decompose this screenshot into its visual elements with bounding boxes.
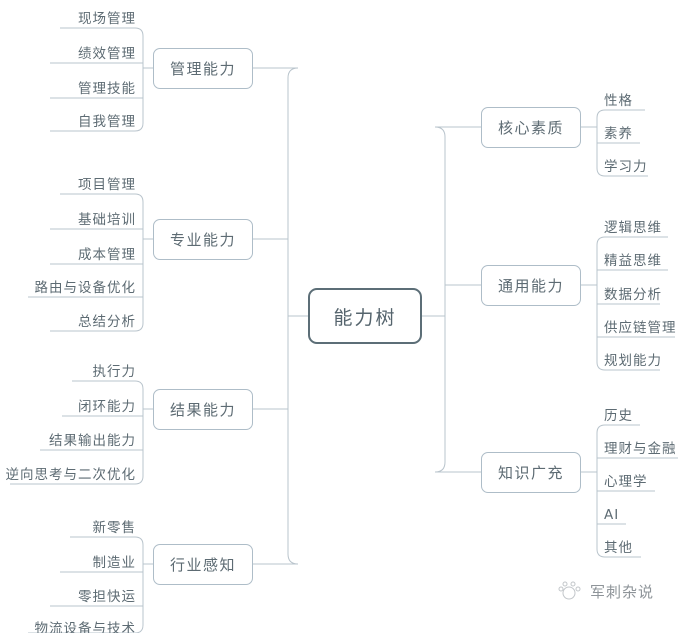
- leaf-item[interactable]: 理财与金融: [600, 432, 695, 458]
- leaf-label: 数据分析: [604, 287, 662, 303]
- branch-node-label: 管理能力: [169, 60, 236, 78]
- leaf-item[interactable]: 绩效管理: [0, 37, 140, 63]
- leaf-item[interactable]: 基础培训: [0, 203, 140, 229]
- leaf-label: 项目管理: [78, 177, 136, 193]
- leaf-item[interactable]: 物流设备与技术: [0, 612, 140, 633]
- leaf-label: 绩效管理: [78, 46, 136, 62]
- branch-node-label: 结果能力: [169, 401, 236, 419]
- leaf-label: 历史: [604, 408, 633, 424]
- leaf-label: AI: [604, 507, 620, 523]
- leaf-item[interactable]: 管理技能: [0, 72, 140, 98]
- leaf-item[interactable]: 执行力: [0, 355, 140, 381]
- leaf-item[interactable]: 闭环能力: [0, 390, 140, 416]
- leaf-label: 成本管理: [78, 247, 136, 263]
- branch-node-core-quality[interactable]: 核心素质: [481, 107, 581, 148]
- leaf-label: 心理学: [604, 474, 648, 490]
- root-node[interactable]: 能力树: [308, 288, 422, 344]
- branch-node-general-ability[interactable]: 通用能力: [481, 265, 581, 306]
- leaf-label: 精益思维: [604, 253, 662, 269]
- leaf-label: 逻辑思维: [604, 220, 662, 236]
- branch-node-label: 通用能力: [497, 277, 564, 295]
- leaf-item[interactable]: 学习力: [600, 150, 695, 176]
- leaf-item[interactable]: 结果输出能力: [0, 424, 140, 450]
- leaf-label: 总结分析: [78, 314, 136, 330]
- leaf-label: 自我管理: [78, 114, 136, 130]
- leaf-label: 性格: [604, 93, 633, 109]
- branch-node-management[interactable]: 管理能力: [153, 48, 253, 89]
- watermark-label: 军刺杂说: [590, 582, 655, 601]
- leaf-label: 制造业: [92, 555, 136, 571]
- leaf-item[interactable]: 零担快运: [0, 580, 140, 606]
- leaf-label: 逆向思考与二次优化: [5, 467, 136, 483]
- leaf-item[interactable]: 路由与设备优化: [0, 271, 140, 297]
- leaf-label: 规划能力: [604, 353, 662, 369]
- leaf-label: 结果输出能力: [49, 433, 136, 449]
- branch-node-label: 专业能力: [169, 231, 236, 249]
- paw-logo-icon: [558, 581, 581, 600]
- leaf-item[interactable]: 其他: [600, 531, 695, 557]
- leaf-item[interactable]: 成本管理: [0, 238, 140, 264]
- leaf-label: 现场管理: [78, 11, 136, 27]
- branch-node-label: 核心素质: [497, 119, 564, 137]
- leaf-label: 闭环能力: [78, 399, 136, 415]
- leaf-label: 基础培训: [78, 212, 136, 228]
- branch-node-label: 行业感知: [169, 556, 236, 574]
- leaf-label: 学习力: [604, 159, 648, 175]
- leaf-label: 理财与金融: [604, 441, 677, 457]
- leaf-label: 路由与设备优化: [34, 280, 136, 296]
- branch-node-label: 知识广充: [497, 464, 564, 482]
- branch-node-result[interactable]: 结果能力: [153, 389, 253, 430]
- root-node-label: 能力树: [333, 306, 397, 329]
- leaf-item[interactable]: 心理学: [600, 465, 695, 491]
- leaf-item[interactable]: 新零售: [0, 511, 140, 537]
- leaf-item[interactable]: 精益思维: [600, 244, 695, 270]
- leaf-label: 其他: [604, 540, 633, 556]
- leaf-label: 执行力: [92, 364, 136, 380]
- leaf-item[interactable]: AI: [600, 498, 695, 524]
- leaf-label: 素养: [604, 126, 633, 142]
- leaf-label: 新零售: [92, 520, 136, 536]
- leaf-item[interactable]: 制造业: [0, 546, 140, 572]
- leaf-label: 物流设备与技术: [34, 621, 136, 633]
- watermark: 军刺杂说: [556, 580, 654, 602]
- leaf-item[interactable]: 总结分析: [0, 305, 140, 331]
- leaf-item[interactable]: 性格: [600, 84, 695, 110]
- leaf-item[interactable]: 供应链管理: [600, 311, 695, 337]
- leaf-item[interactable]: 逻辑思维: [600, 211, 695, 237]
- leaf-item[interactable]: 自我管理: [0, 105, 140, 131]
- leaf-item[interactable]: 数据分析: [600, 278, 695, 304]
- leaf-item[interactable]: 逆向思考与二次优化: [0, 458, 140, 484]
- leaf-label: 零担快运: [78, 589, 136, 605]
- leaf-item[interactable]: 素养: [600, 117, 695, 143]
- leaf-item[interactable]: 规划能力: [600, 344, 695, 370]
- branch-node-professional[interactable]: 专业能力: [153, 219, 253, 260]
- leaf-label: 管理技能: [78, 81, 136, 97]
- leaf-label: 供应链管理: [604, 320, 677, 336]
- leaf-item[interactable]: 项目管理: [0, 168, 140, 194]
- branch-node-industry[interactable]: 行业感知: [153, 544, 253, 585]
- leaf-item[interactable]: 现场管理: [0, 2, 140, 28]
- branch-node-knowledge[interactable]: 知识广充: [481, 452, 581, 493]
- leaf-item[interactable]: 历史: [600, 399, 695, 425]
